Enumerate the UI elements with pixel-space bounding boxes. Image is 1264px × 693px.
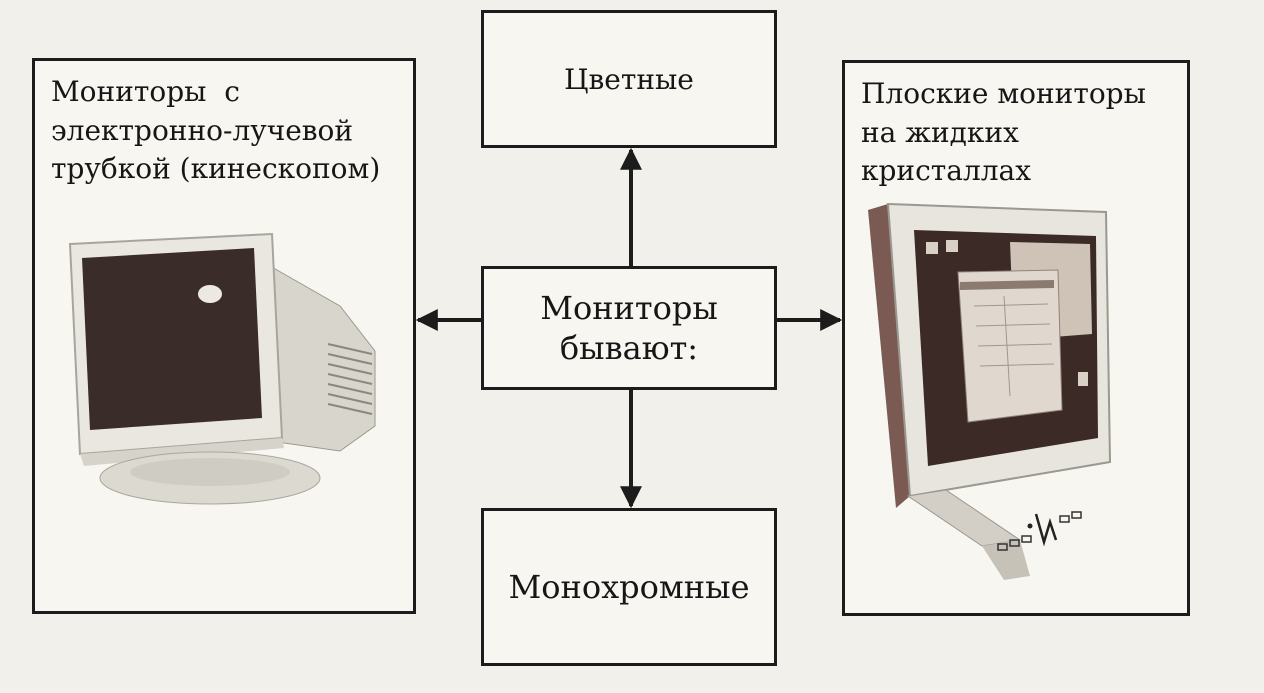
crt-monitor-photo [68,232,376,505]
node-color-label: Цветные [564,62,694,96]
node-monochrome-label: Монохромные [508,568,750,606]
crt-title-line-2: электронно-лучевой [51,113,354,147]
crt-title-line-3: трубкой (кинескопом) [51,152,381,186]
lcd-title: Плоские мониторы на жидких кристаллах [861,75,1177,191]
node-monitors-types: Мониторы бывают: [481,266,777,390]
node-monochrome-monitors: Монохромные [481,508,777,666]
lcd-title-line-1: Плоские мониторы [861,77,1146,110]
center-line-1: Мониторы [540,289,718,327]
crt-title: Мониторы с электронно-лучевой трубкой (к… [51,73,403,189]
node-color-monitors: Цветные [481,10,777,148]
lcd-title-line-2: на жидких [861,115,1019,149]
lcd-title-line-3: кристаллах [861,154,1032,188]
crt-title-line-1: Мониторы с [51,75,240,108]
lcd-monitor-photo [868,202,1112,580]
center-line-2: бывают: [559,329,699,367]
